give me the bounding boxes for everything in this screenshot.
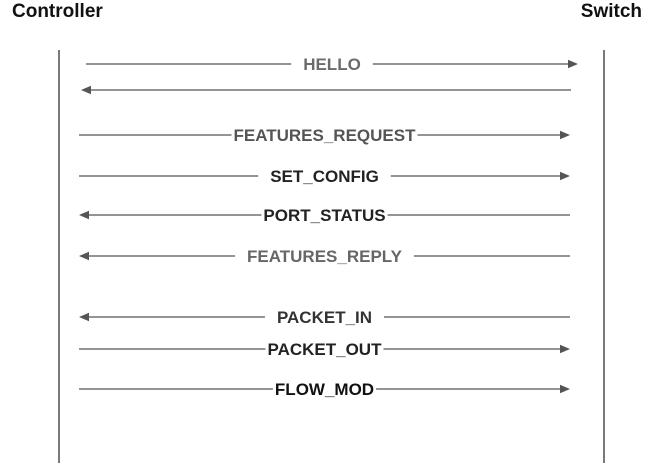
arrowhead: [81, 85, 91, 95]
arrowhead: [560, 344, 570, 354]
messages-layer: HELLO FEATURES_REQUEST SET_CONFIG PORT_STAT…: [79, 55, 578, 399]
message-label: FEATURES_REQUEST: [234, 126, 417, 145]
arrowhead: [560, 384, 570, 394]
arrowhead: [568, 59, 578, 69]
message-7: PACKET_OUT: [79, 340, 570, 359]
arrowhead: [560, 130, 570, 140]
message-3: SET_CONFIG: [79, 167, 570, 186]
message-5: FEATURES_REPLY: [79, 247, 570, 266]
message-1: [81, 85, 571, 95]
message-label: SET_CONFIG: [270, 167, 379, 186]
message-label: FLOW_MOD: [275, 380, 374, 399]
message-2: FEATURES_REQUEST: [79, 126, 570, 145]
message-label: FEATURES_REPLY: [247, 247, 403, 266]
message-8: FLOW_MOD: [79, 380, 570, 399]
message-label: PACKET_OUT: [268, 340, 383, 359]
message-0: HELLO: [86, 55, 578, 74]
message-label: PORT_STATUS: [263, 206, 385, 225]
arrowhead: [560, 171, 570, 181]
arrowhead: [79, 312, 89, 322]
message-6: PACKET_IN: [79, 308, 570, 327]
message-4: PORT_STATUS: [79, 206, 570, 225]
message-label: PACKET_IN: [277, 308, 372, 327]
switch-title: Switch: [580, 1, 642, 22]
message-label: HELLO: [303, 55, 361, 74]
arrowhead: [79, 251, 89, 261]
arrowhead: [79, 210, 89, 220]
controller-title: Controller: [12, 1, 103, 22]
